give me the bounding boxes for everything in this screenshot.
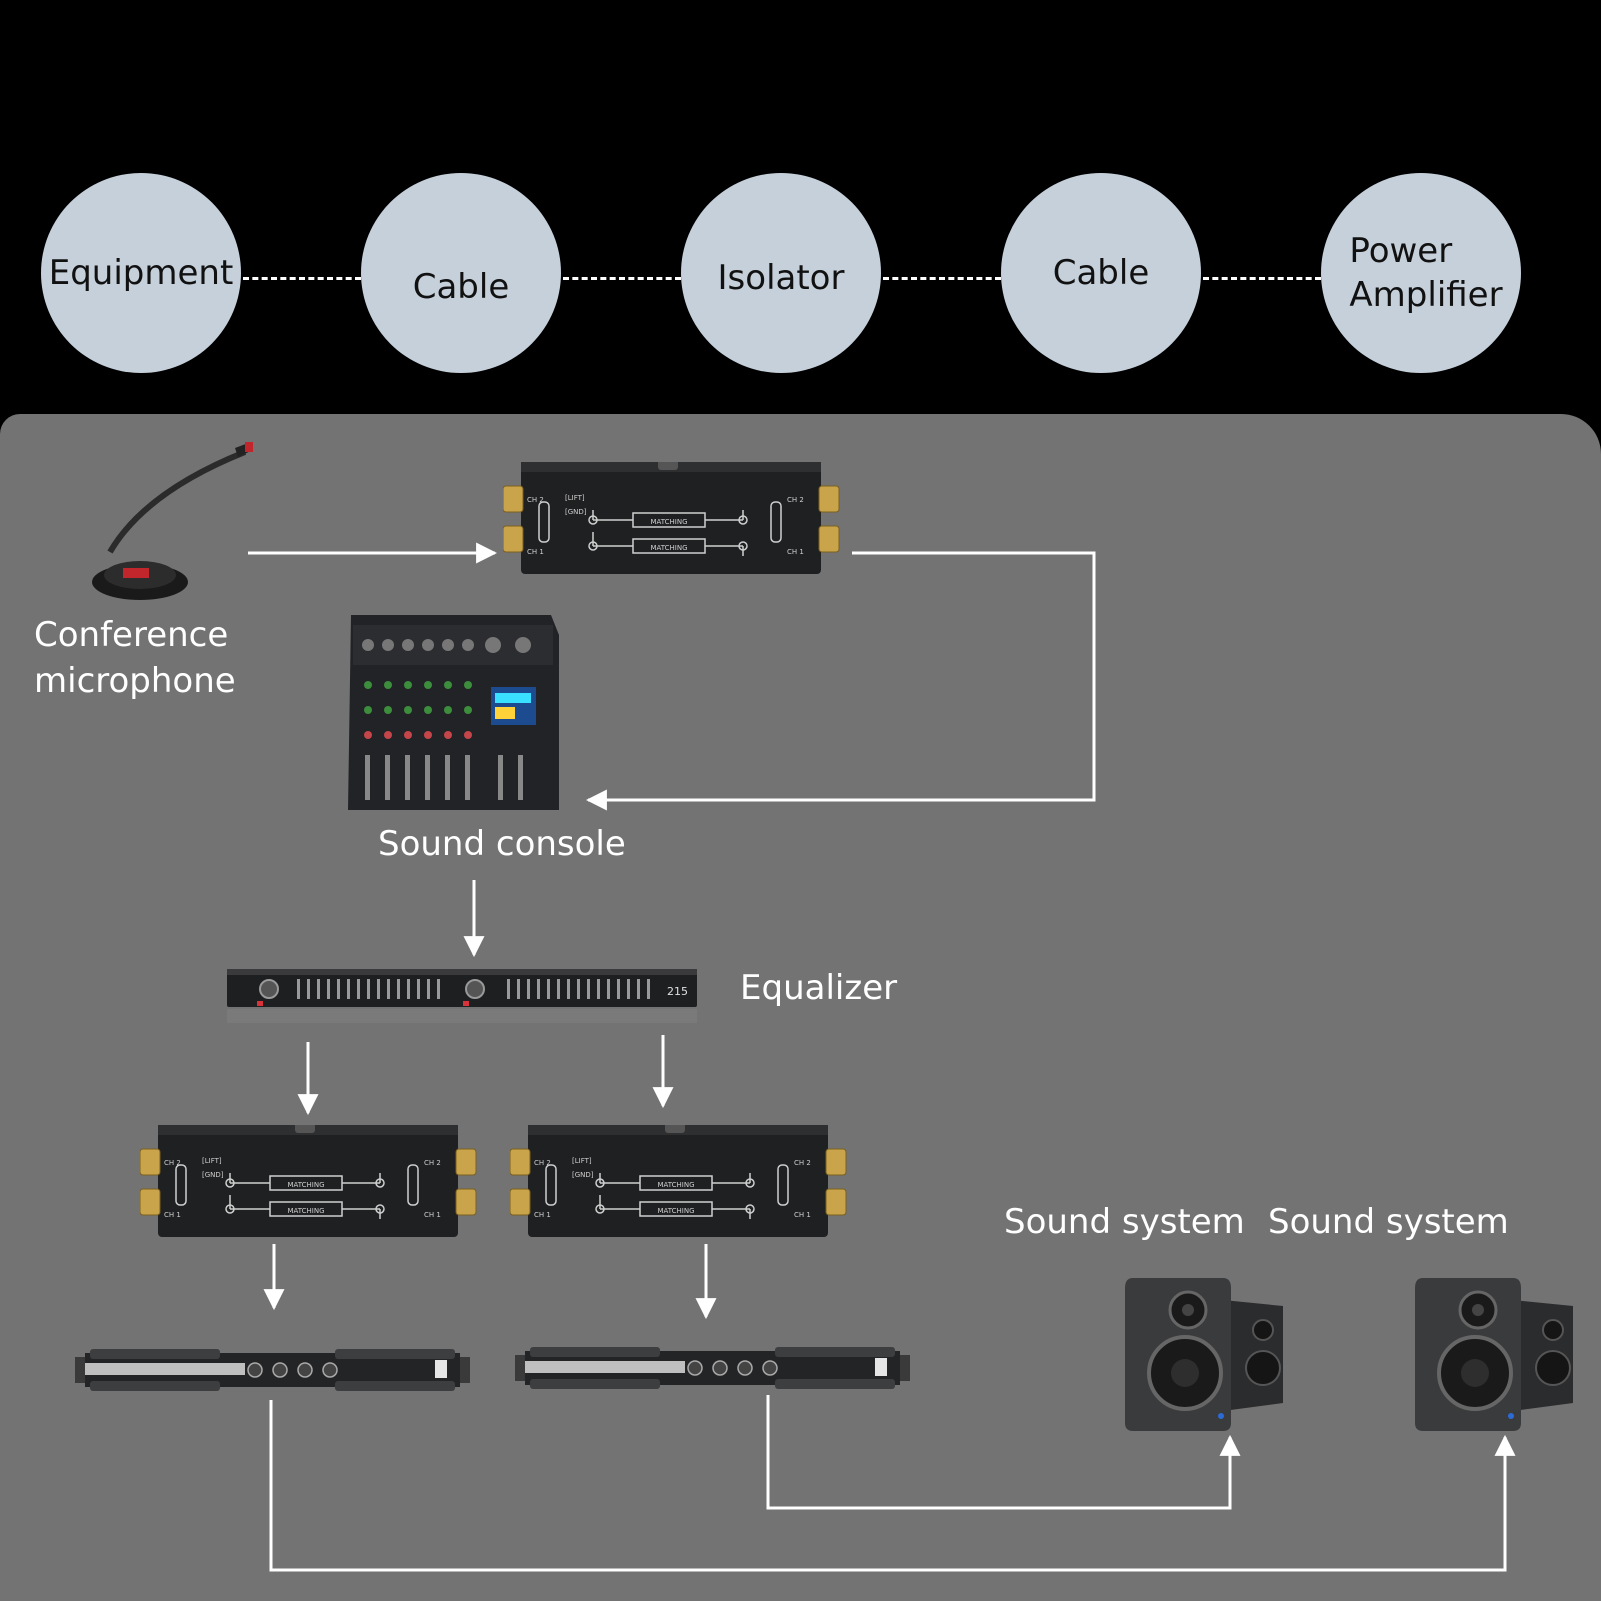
conference-microphone-label: Conference microphone — [34, 615, 236, 701]
sound-console-image — [348, 615, 559, 810]
arrow-isolator-to-console — [585, 551, 1096, 811]
chain-node-label: Cable — [1052, 252, 1150, 293]
dashed-connector — [243, 277, 361, 280]
equalizer-label: Equalizer — [740, 968, 898, 1008]
chain-node-power-amplifier: Power Amplifier — [1321, 173, 1521, 373]
arrow-amp-left-to-speaker-right — [269, 1400, 1516, 1572]
sound-system-label-left: Sound system — [1004, 1202, 1245, 1242]
dashed-connector — [1203, 277, 1321, 280]
equalizer-image: 215 — [227, 969, 697, 1023]
dashed-connector — [563, 277, 681, 280]
chain-node-isolator: Isolator — [681, 173, 881, 373]
chain-node-label: Isolator — [717, 257, 845, 298]
dashed-connector — [883, 277, 1001, 280]
arrow-amp-right-to-speaker-left — [766, 1395, 1241, 1510]
diagram-panel — [0, 414, 1601, 1601]
chain-node-label: Power Amplifier — [1349, 230, 1503, 315]
chain-node-cable: Cable — [361, 173, 561, 373]
conference-microphone-image — [92, 442, 253, 600]
chain-node-label: Equipment — [48, 252, 234, 293]
sound-system-label-right: Sound system — [1268, 1202, 1509, 1242]
chain-node-label: Cable — [412, 266, 510, 307]
equalizer-model-label: 215 — [667, 985, 688, 998]
chain-node-cable: Cable — [1001, 173, 1201, 373]
chain-node-equipment: Equipment — [41, 173, 241, 373]
sound-console-label: Sound console — [378, 824, 626, 864]
